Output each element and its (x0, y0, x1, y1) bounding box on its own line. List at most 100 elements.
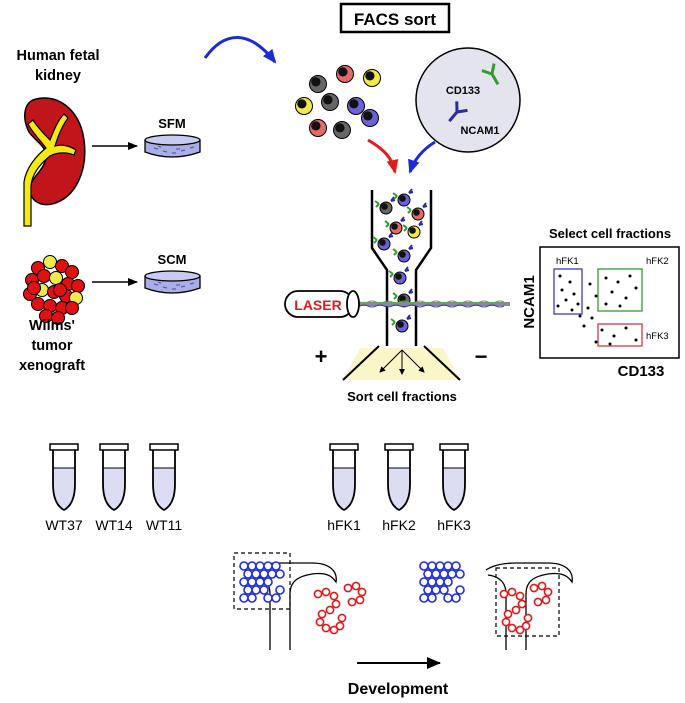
tube-icon (49, 443, 79, 512)
ncam1-antibody-icon (448, 101, 468, 123)
tube-label-hfk2: hFK2 (382, 517, 416, 533)
tumor-cell (49, 271, 63, 285)
scatter-dot (594, 294, 598, 298)
scm-label: SCM (158, 252, 187, 267)
sorted-cell (411, 207, 425, 221)
tube-icon (439, 443, 469, 512)
scatter-dot (604, 302, 608, 306)
scatter-dot (578, 314, 582, 318)
ncam1-marker-label: NCAM1 (460, 125, 499, 137)
antibody-circle (415, 47, 521, 153)
scatter-dot (590, 316, 594, 320)
scatter-dot (556, 304, 560, 308)
scatter-dot (628, 274, 632, 278)
positive-plate (342, 345, 380, 381)
gate-hfk3-label: hFK3 (646, 331, 669, 342)
scatter-dot (616, 280, 620, 284)
curved-blue-arrow (203, 36, 277, 64)
tube-icon (149, 443, 179, 512)
scatter-dot (572, 292, 576, 296)
tumor-cell (43, 255, 57, 269)
tumor-cell (37, 269, 51, 283)
tube-label-wt14: WT14 (95, 517, 133, 533)
scatter-dot (612, 334, 616, 338)
developing-nephron-left (239, 561, 367, 650)
pool-cell (363, 69, 381, 87)
tube-icon (99, 443, 129, 512)
laser-device (284, 290, 360, 318)
sort-cell-fractions-label: Sort cell fractions (347, 389, 457, 404)
sorted-cell (395, 319, 409, 333)
scatter-dot (570, 308, 574, 312)
facs-sort-title: FACS sort (354, 10, 437, 29)
tumor-cell (71, 279, 85, 293)
gate-hfk1-label: hFK1 (556, 256, 579, 267)
highlight-box-right (495, 567, 560, 637)
scatter-dot (582, 324, 586, 328)
scatter-dot (634, 338, 638, 342)
tube-label-hfk1: hFK1 (327, 517, 361, 533)
scatter-dot (558, 274, 562, 278)
scatter-dot (618, 304, 622, 308)
scatter-dot (604, 276, 608, 280)
x-axis-label: CD133 (618, 363, 665, 380)
tubes-right (329, 443, 469, 512)
tumor-cell (31, 297, 45, 311)
plus-sign: + (315, 344, 328, 369)
sorted-cell (377, 237, 391, 251)
scatter-dot (588, 282, 592, 286)
human-fetal-kidney-label-2: kidney (35, 68, 81, 84)
tube-icon (329, 443, 359, 512)
pool-cell (295, 97, 313, 115)
red-convergence-arrow (367, 138, 399, 174)
tube-icon (384, 443, 414, 512)
sorted-cell (397, 193, 411, 207)
tubes-left (49, 443, 179, 512)
scatter-dot (608, 342, 612, 346)
gate-hfk1 (553, 268, 583, 315)
scatter-dot (600, 328, 604, 332)
scatter-dot (624, 326, 628, 330)
scatter-dot (610, 290, 614, 294)
scatter-plot-frame (539, 246, 680, 359)
pool-cell (361, 109, 379, 127)
tube-label-wt11: WT11 (146, 517, 183, 533)
laser-label: LASER (294, 297, 341, 313)
pool-cell (336, 65, 354, 83)
facs-sort-title-box (339, 2, 451, 34)
gate-hfk2 (597, 268, 643, 312)
sorted-cell (407, 225, 421, 239)
scatter-dot (634, 286, 638, 290)
pool-cell (309, 75, 327, 93)
pool-cell (321, 93, 339, 111)
highlight-box-left (233, 552, 291, 610)
human-fetal-kidney-label-1: Human fetal (17, 48, 100, 64)
sorter-nozzle (370, 190, 433, 346)
pool-cell (347, 97, 365, 115)
cd133-marker-label: CD133 (446, 85, 480, 97)
scatter-dot (594, 340, 598, 344)
gate-hfk2-label: hFK2 (646, 256, 669, 267)
sfm-label: SFM (158, 116, 185, 131)
tumor-cell (65, 265, 79, 279)
negative-plate (423, 345, 461, 381)
scatter-dot (624, 296, 628, 300)
wilms-label-1: Wilms' (29, 318, 75, 334)
blue-convergence-arrow (408, 140, 436, 174)
gate-hfk3 (597, 323, 643, 347)
cell-pool (295, 65, 381, 139)
scatter-dot (586, 306, 590, 310)
tube-label-wt37: WT37 (45, 517, 83, 533)
sorted-cell (393, 271, 407, 285)
tube-label-hfk3: hFK3 (437, 517, 471, 533)
sorted-cell (397, 249, 411, 263)
sorted-cell (389, 221, 403, 235)
sorted-cell (379, 201, 393, 215)
sfm-dish (144, 134, 201, 158)
developing-nephron-right (419, 561, 573, 650)
sorter-cells (372, 188, 428, 333)
tumor-cell (27, 281, 41, 295)
scatter-dot (564, 298, 568, 302)
kidney-illustration (23, 97, 86, 227)
